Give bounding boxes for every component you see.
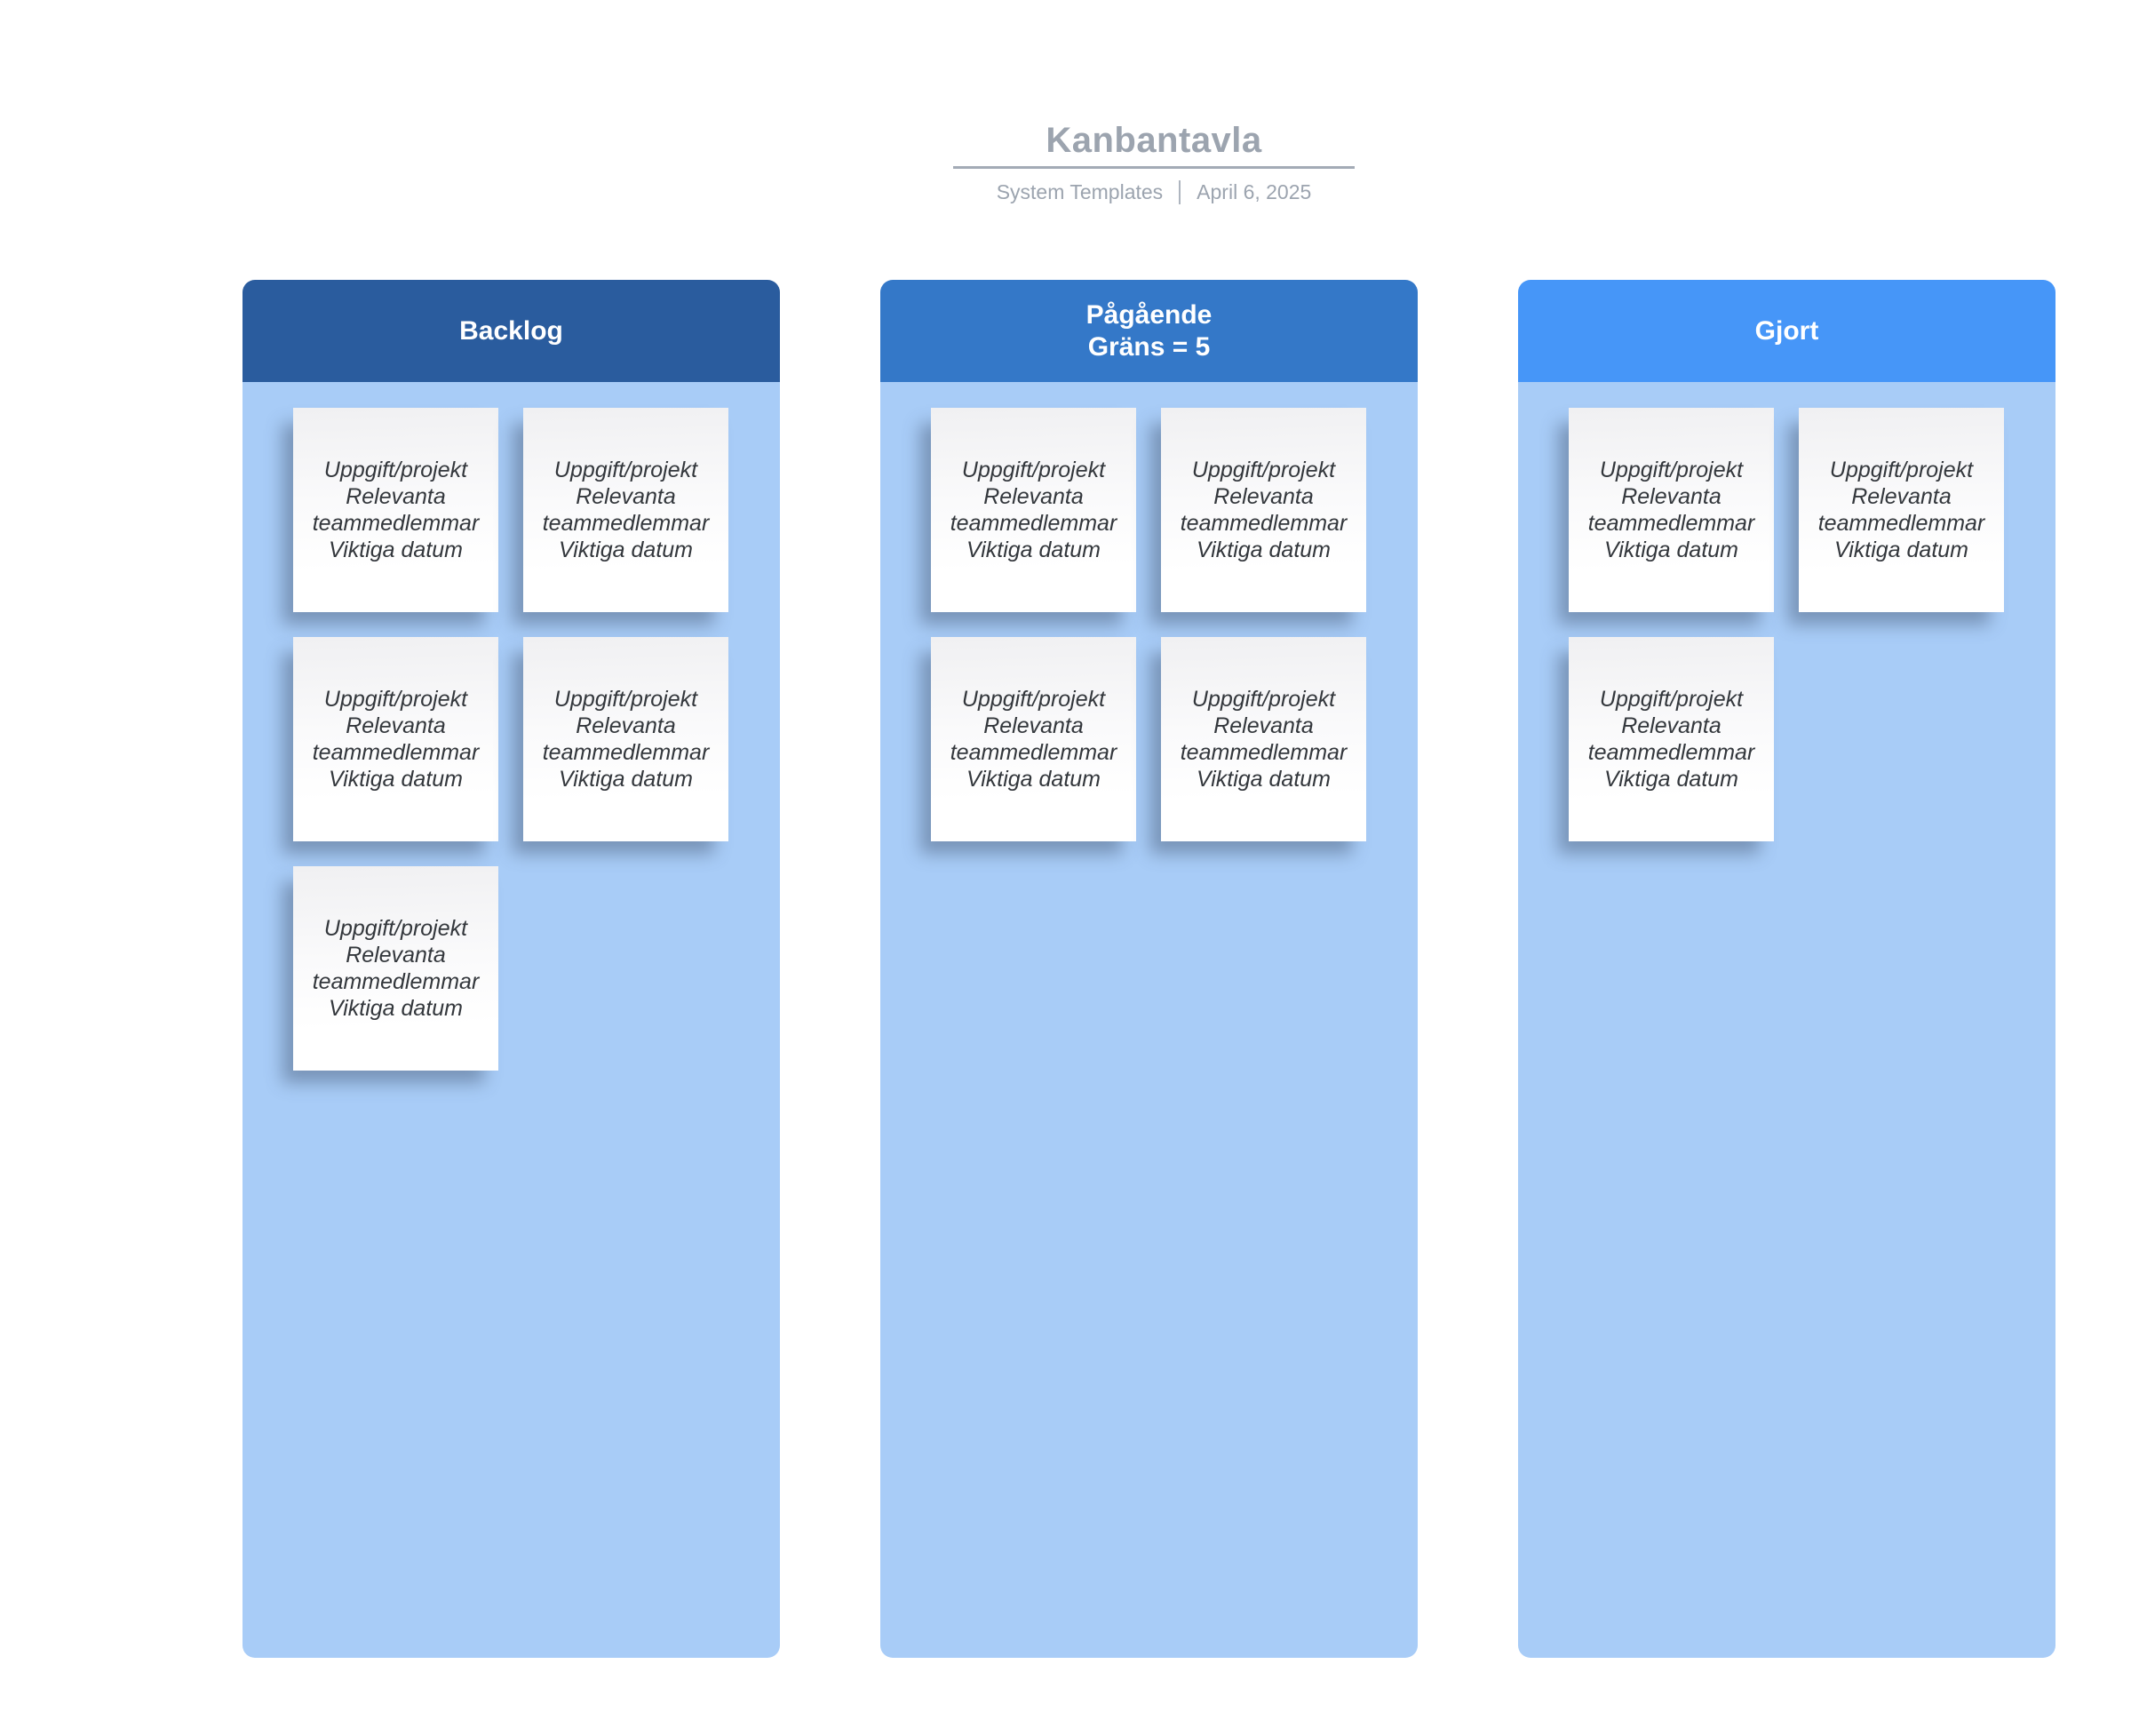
note-text-line: Uppgift/projekt: [1191, 687, 1336, 712]
note-text-line: Viktiga datum: [558, 767, 693, 792]
note-text-line: Viktiga datum: [328, 767, 463, 792]
title-underline: [953, 166, 1355, 169]
column-title-line: Gräns = 5: [1087, 331, 1211, 362]
note-text-line: Relevanta teammedlemmar: [312, 713, 480, 765]
note-text-line: Uppgift/projekt: [323, 687, 468, 712]
note-text-line: Viktiga datum: [1196, 538, 1331, 562]
column-header-gjort: Gjort: [1518, 280, 2055, 382]
note-text-line: Relevanta teammedlemmar: [1587, 713, 1755, 765]
column-title-line: Gjort: [1754, 315, 1819, 346]
note-text-line: Viktiga datum: [328, 538, 463, 562]
page-title: Kanbantavla: [1046, 121, 1262, 160]
column-title-line: Pågående: [1085, 299, 1213, 330]
note-text-line: Relevanta teammedlemmar: [542, 484, 710, 536]
note-text-line: Uppgift/projekt: [961, 458, 1106, 482]
note-text-line: Relevanta teammedlemmar: [312, 943, 480, 994]
note-text-line: Uppgift/projekt: [1191, 458, 1336, 482]
note-text-line: Uppgift/projekt: [961, 687, 1106, 712]
note-text-line: Uppgift/projekt: [323, 458, 468, 482]
column-header-backlog: Backlog: [243, 280, 780, 382]
column-title-line: Backlog: [459, 315, 563, 346]
note-text-line: Viktiga datum: [1833, 538, 1968, 562]
note-text-line: Relevanta teammedlemmar: [1180, 713, 1348, 765]
note-text-line: Relevanta teammedlemmar: [950, 484, 1117, 536]
note-text-line: Viktiga datum: [1196, 767, 1331, 792]
note-text-line: Viktiga datum: [1603, 767, 1738, 792]
note-text-line: Uppgift/projekt: [553, 458, 698, 482]
note-text-line: Viktiga datum: [966, 538, 1101, 562]
note-text-line: Viktiga datum: [1603, 538, 1738, 562]
note-text-line: Viktiga datum: [328, 996, 463, 1021]
note-text-line: Uppgift/projekt: [553, 687, 698, 712]
subtitle-source: System Templates: [996, 180, 1164, 203]
note-text-line: Viktiga datum: [558, 538, 693, 562]
note-text-line: Viktiga datum: [966, 767, 1101, 792]
note-text-line: Relevanta teammedlemmar: [1587, 484, 1755, 536]
note-text-line: Uppgift/projekt: [1829, 458, 1974, 482]
note-text-line: Uppgift/projekt: [1599, 687, 1744, 712]
subtitle-divider: [1179, 180, 1181, 204]
note-text-line: Relevanta teammedlemmar: [542, 713, 710, 765]
page-subtitle: System Templates April 6, 2025: [953, 180, 1355, 204]
note-text-line: Relevanta teammedlemmar: [1817, 484, 1985, 536]
note-text-line: Uppgift/projekt: [323, 916, 468, 941]
masthead: Kanbantavla System Templates April 6, 20…: [953, 121, 1355, 204]
note-text-line: Relevanta teammedlemmar: [312, 484, 480, 536]
note-text-line: Uppgift/projekt: [1599, 458, 1744, 482]
note-text-line: Relevanta teammedlemmar: [1180, 484, 1348, 536]
subtitle-date: April 6, 2025: [1197, 180, 1312, 203]
note-text-line: Relevanta teammedlemmar: [950, 713, 1117, 765]
